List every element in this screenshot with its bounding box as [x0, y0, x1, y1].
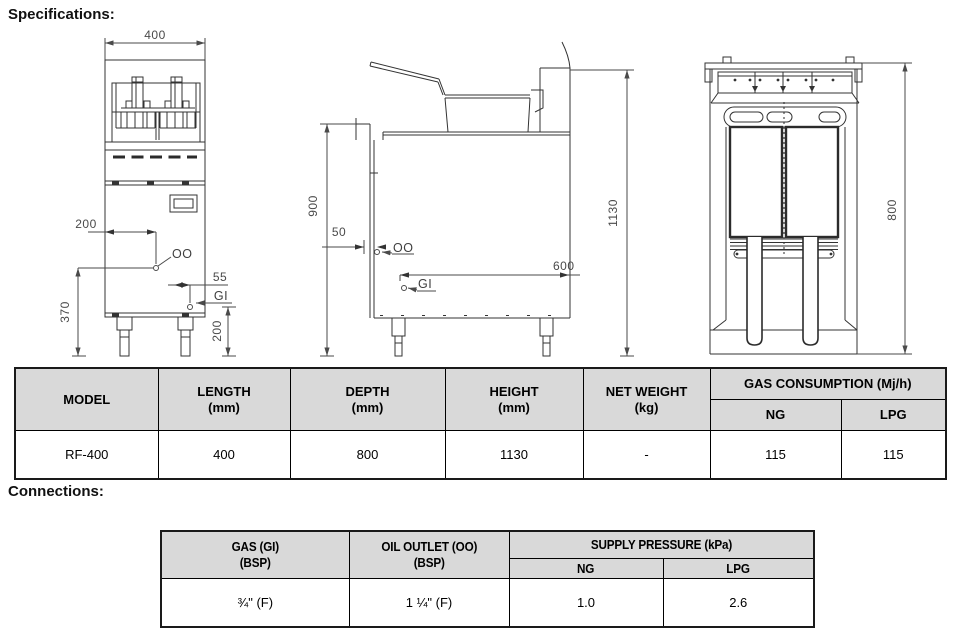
- connections-heading: Connections:: [8, 483, 104, 500]
- conn-header-lpg: LPG: [662, 558, 815, 579]
- front-width-dim: 400: [144, 28, 166, 42]
- conn-header-supply-pressure: SUPPLY PRESSURE (kPa): [508, 530, 815, 559]
- front-gi-offset-dim: 55: [213, 270, 227, 284]
- spec-depth-value: 800: [289, 430, 446, 480]
- conn-header-ng: NG: [508, 558, 664, 579]
- side-view-drawing: 900 50 OO 600 GI 1130: [306, 41, 634, 357]
- side-overall-height-dim: 1130: [606, 199, 620, 227]
- conn-oil-outlet-value: 1 ¼" (F): [348, 578, 510, 628]
- side-gi-label: GI: [418, 277, 432, 291]
- rear-view-drawing: 800: [704, 56, 912, 355]
- rear-depth-dim: 800: [885, 199, 899, 221]
- specifications-table: MODEL LENGTH (mm) DEPTH (mm) HEIGHT (mm)…: [14, 367, 948, 480]
- spec-table-row: RF-400 400 800 1130 - 115 115: [14, 430, 947, 480]
- spec-header-lpg: LPG: [840, 399, 947, 431]
- spec-header-length: LENGTH (mm): [157, 367, 291, 431]
- spec-length-value: 400: [157, 430, 291, 480]
- specifications-heading: Specifications:: [8, 6, 115, 23]
- front-oo-offset-dim: 200: [75, 217, 97, 231]
- conn-ng-value: 1.0: [508, 578, 664, 628]
- spec-header-net-weight: NET WEIGHT (kg): [582, 367, 711, 431]
- side-gi-offset-dim: 600: [553, 259, 575, 273]
- spec-height-value: 1130: [444, 430, 584, 480]
- spec-header-height: HEIGHT (mm): [444, 367, 584, 431]
- front-gi-height-dim: 200: [210, 320, 224, 342]
- spec-ng-value: 115: [709, 430, 842, 480]
- conn-gas-value: ¾" (F): [160, 578, 350, 628]
- front-gi-label: GI: [214, 289, 228, 303]
- spec-header-ng: NG: [709, 399, 842, 431]
- front-view-drawing: 400: [60, 28, 236, 357]
- spec-net-weight-value: -: [582, 430, 711, 480]
- side-body-height-dim: 900: [306, 195, 320, 217]
- spec-model-value: RF-400: [14, 430, 159, 480]
- conn-lpg-value: 2.6: [662, 578, 815, 628]
- conn-header-gas: GAS (GI) (BSP): [160, 530, 350, 579]
- side-oo-offset-dim: 50: [332, 225, 346, 239]
- conn-header-oil-outlet: OIL OUTLET (OO) (BSP): [348, 530, 510, 579]
- spec-header-gas-consumption: GAS CONSUMPTION (Mj/h): [709, 367, 947, 400]
- spec-lpg-value: 115: [840, 430, 947, 480]
- connections-table-row: ¾" (F) 1 ¼" (F) 1.0 2.6: [160, 578, 815, 628]
- front-oo-label: OO: [172, 247, 192, 261]
- spec-header-model: MODEL: [14, 367, 159, 431]
- front-oo-height-dim: 370: [60, 301, 72, 323]
- connections-table: GAS (GI) (BSP) OIL OUTLET (OO) (BSP) SUP…: [160, 530, 816, 628]
- side-oo-label: OO: [393, 241, 413, 255]
- spec-header-depth: DEPTH (mm): [289, 367, 446, 431]
